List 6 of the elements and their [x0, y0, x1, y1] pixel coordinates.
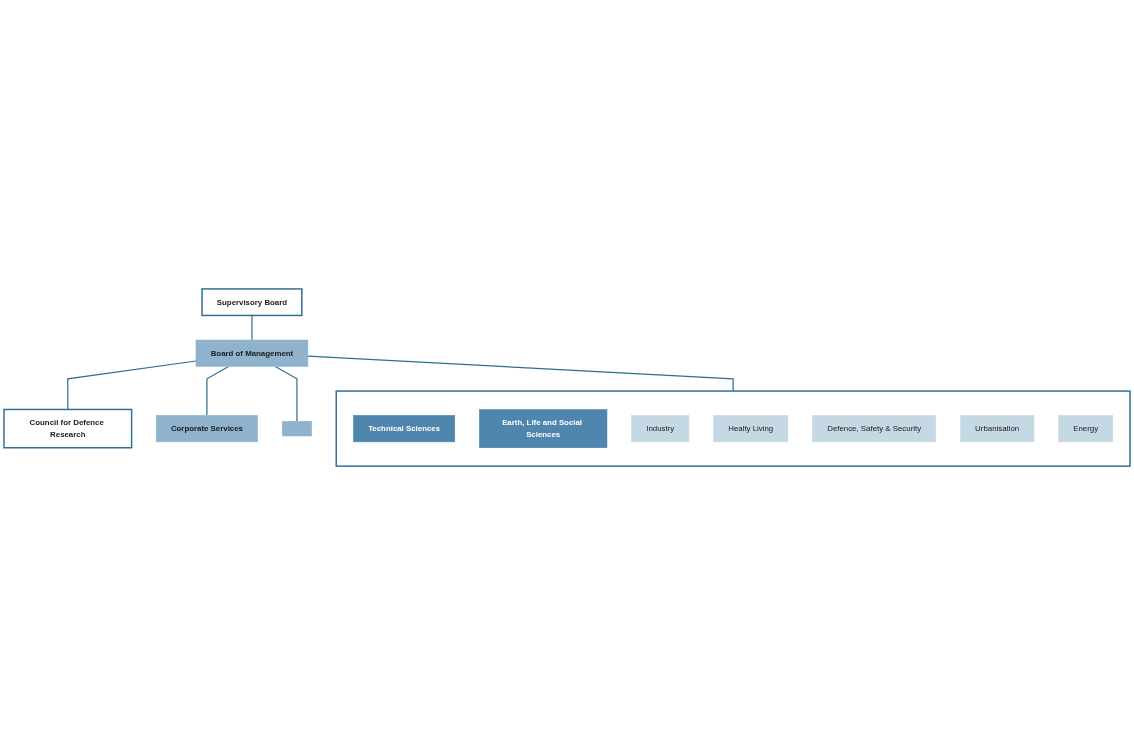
cluster: [335, 390, 1131, 467]
connector: [251, 314, 253, 341]
node-box: [281, 420, 312, 437]
connector: [67, 360, 197, 411]
connector: [274, 365, 298, 422]
connector: [307, 355, 734, 392]
